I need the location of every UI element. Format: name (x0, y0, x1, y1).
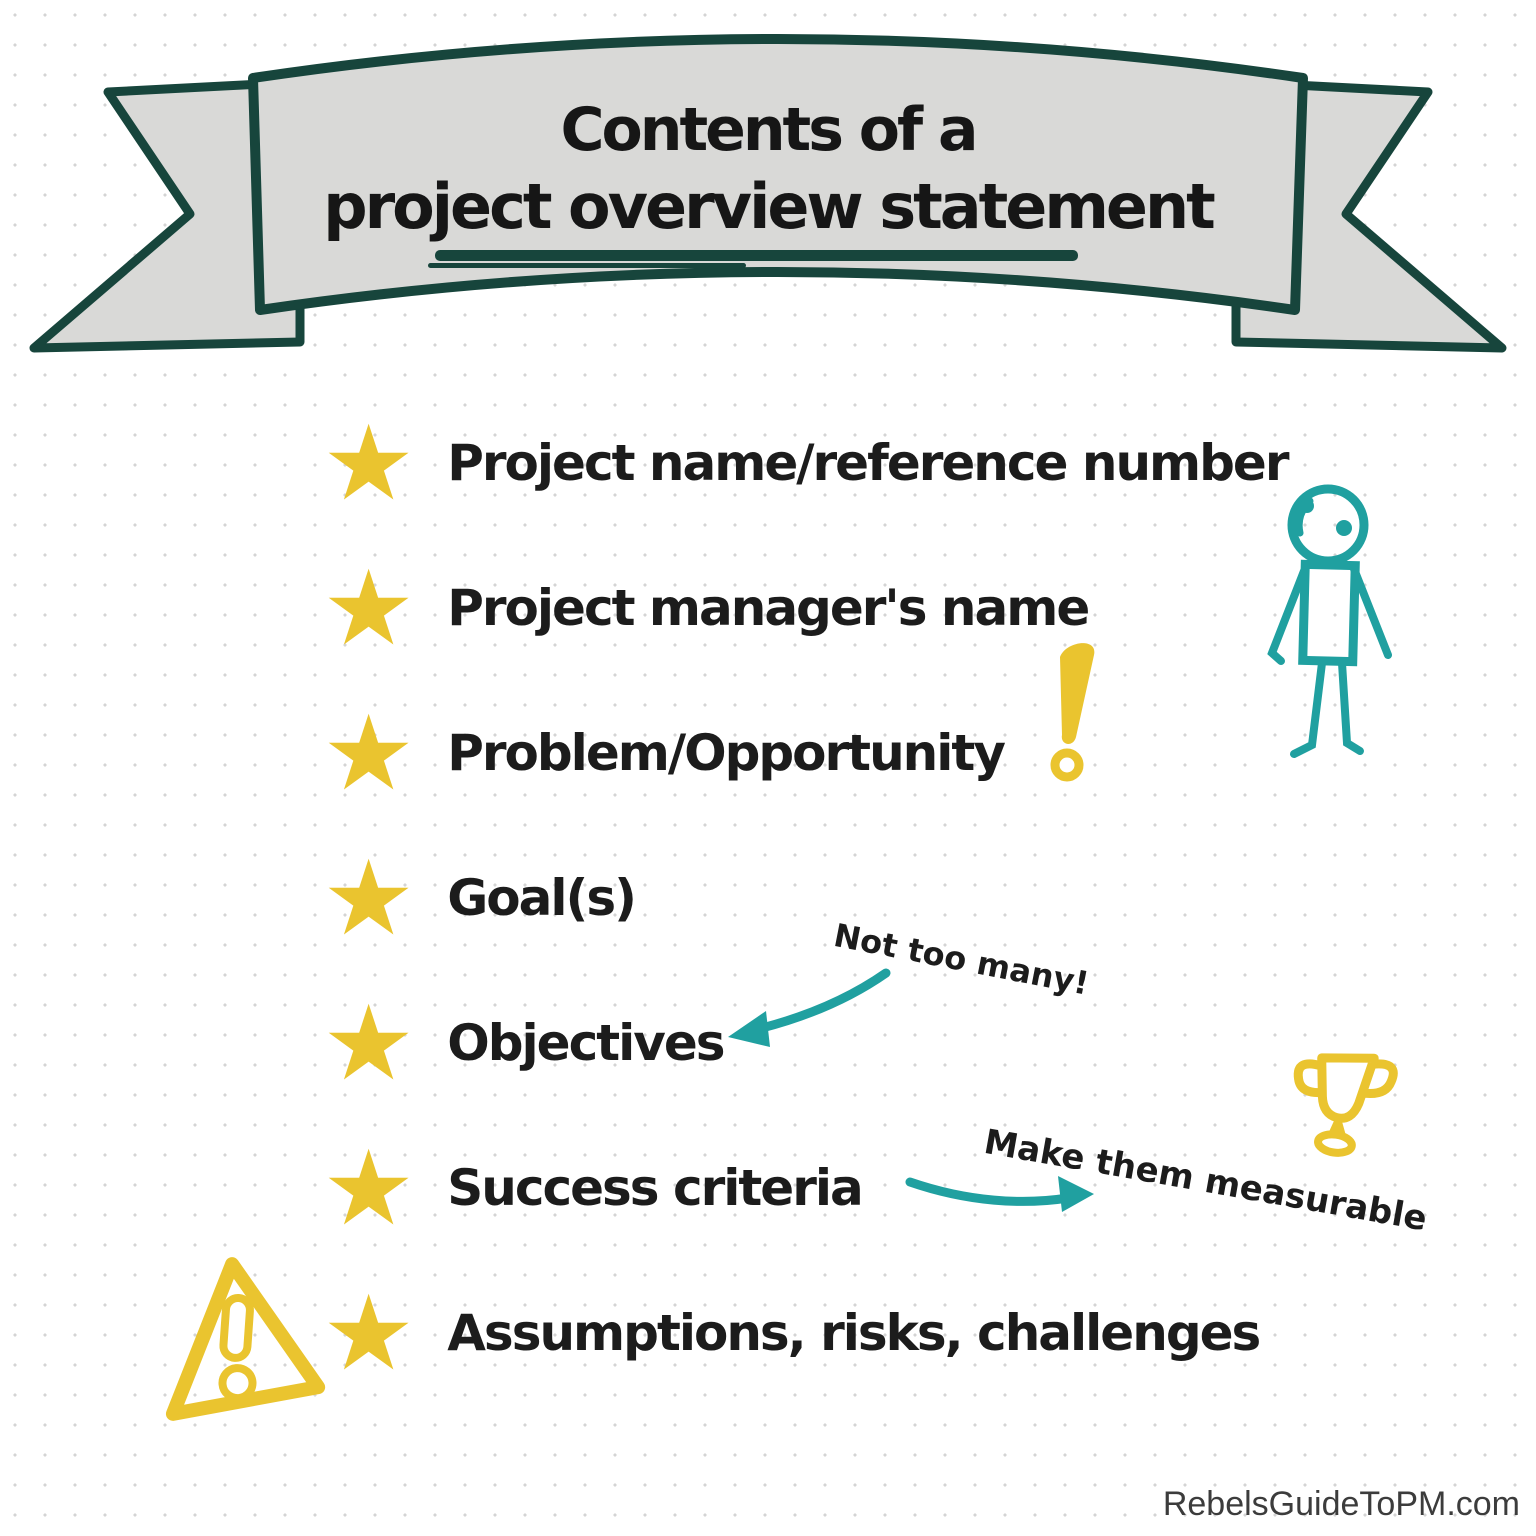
list-item: ★ Objectives (322, 982, 726, 1104)
list-item-label: Project manager's name (447, 579, 1090, 637)
warning-triangle-icon (165, 1257, 326, 1421)
ribbon-panel (248, 34, 1308, 315)
watermark: RebelsGuideToPM.com (1162, 1485, 1520, 1523)
list-item-label: Project name/reference number (447, 434, 1289, 492)
list-item: ★ Problem/Opportunity (322, 642, 1120, 814)
title-underline (435, 250, 1078, 261)
banner-title-line1: Contents of a (560, 95, 978, 165)
list-item-label: Problem/Opportunity (447, 724, 1006, 782)
star-icon: ★ (322, 837, 416, 959)
list-item-label: Success criteria (447, 1159, 864, 1217)
star-icon: ★ (322, 1127, 416, 1249)
list-item: ★ Success criteria (322, 1127, 864, 1249)
title-underline-thin (428, 263, 746, 268)
star-icon: ★ (322, 1272, 416, 1394)
star-icon: ★ (322, 692, 416, 814)
curved-arrow-right-icon (905, 1176, 1094, 1212)
curved-arrow-left-icon (728, 968, 891, 1047)
list-item-label: Objectives (447, 1014, 725, 1072)
ribbon-banner (29, 34, 1507, 353)
list-item: ★ Project name/reference number (322, 402, 1290, 524)
list-item: ★ Goal(s) (322, 837, 637, 959)
star-icon: ★ (322, 982, 416, 1104)
star-icon: ★ (322, 547, 416, 669)
list-item: ★ Assumptions, risks, challenges (322, 1272, 1261, 1394)
banner-title-line2: project overview statement (323, 170, 1216, 243)
stick-figure-icon (1267, 484, 1392, 758)
trophy-icon (1293, 1053, 1398, 1157)
star-icon: ★ (322, 402, 416, 524)
list-item: ★ Project manager's name (322, 547, 1090, 669)
list-item-label: Goal(s) (447, 869, 637, 927)
exclamation-icon (1050, 642, 1095, 781)
list-item-label: Assumptions, risks, challenges (447, 1304, 1261, 1362)
